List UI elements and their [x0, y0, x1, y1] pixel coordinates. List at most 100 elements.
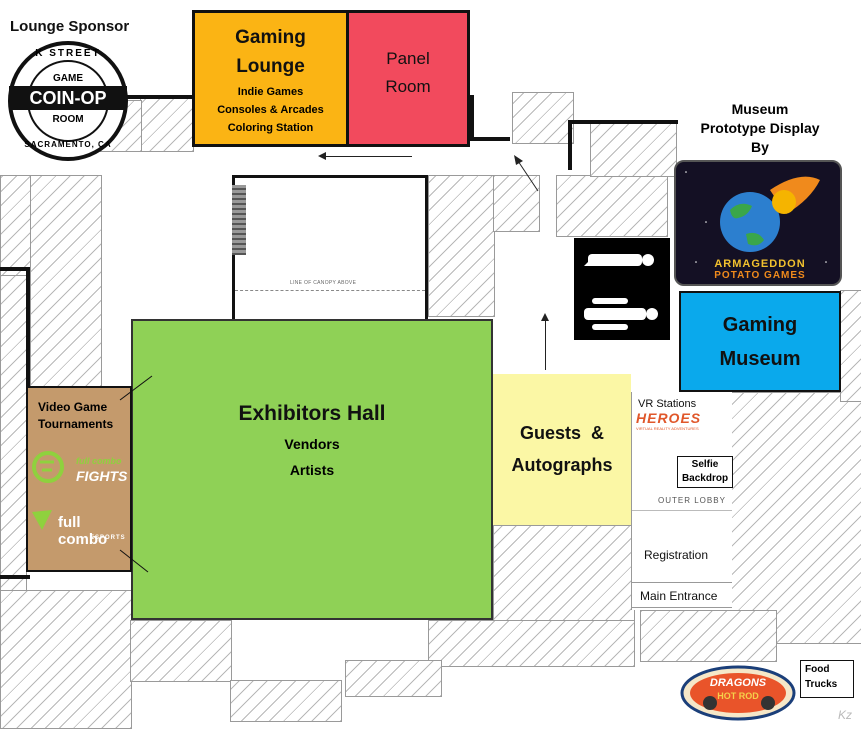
- museum-prototype-heading: Museum Prototype Display By: [670, 100, 850, 157]
- gaming-lounge-item: Indie Games: [237, 86, 304, 98]
- museum-prototype-line2: Prototype Display: [700, 120, 820, 136]
- hatched-area: [493, 175, 540, 232]
- gaming-lounge-item: Coloring Station: [227, 122, 314, 134]
- full-combo-esports-icon: [32, 510, 52, 530]
- wall: [568, 120, 678, 124]
- armageddon-logo-line1: ARMAGEDDON: [714, 258, 806, 270]
- wall: [0, 267, 30, 271]
- dragons-hot-rod-logo: DRAGONS HOT ROD: [680, 665, 796, 721]
- food-line2: Trucks: [805, 679, 838, 690]
- dragons-logo-line1: DRAGONS: [709, 677, 767, 689]
- gaming-lounge-room[interactable]: Gaming Lounge Indie Games Consoles & Arc…: [192, 10, 349, 147]
- full-combo-esports-line2: ESPORTS: [90, 535, 126, 541]
- hatched-area: [840, 290, 861, 402]
- coin-op-logo: K STREET GAME COIN-OP ROOM SACRAMENTO, C…: [7, 40, 129, 162]
- hatched-area: [428, 620, 635, 667]
- guests-title-2: Autographs: [511, 454, 613, 475]
- wall: [232, 175, 428, 178]
- wall: [0, 575, 30, 579]
- exhibitors-hall-item: Artists: [289, 462, 335, 478]
- main-entrance-label: Main Entrance: [640, 589, 718, 603]
- dragons-hot-rod-icon: [680, 665, 796, 721]
- wall: [100, 95, 192, 99]
- armageddon-logo: ARMAGEDDON POTATO GAMES: [674, 160, 842, 286]
- museum-prototype-line3: By: [751, 139, 769, 155]
- hatched-area: [30, 175, 102, 387]
- wall: [26, 267, 30, 387]
- logo-main-bar: [9, 86, 127, 110]
- hatched-area: [428, 175, 495, 317]
- restroom-icon: [584, 254, 658, 330]
- hatched-area: [493, 525, 635, 622]
- guests-autographs-room[interactable]: Guests & Autographs: [493, 374, 631, 525]
- sponsor-heading: Lounge Sponsor: [10, 18, 130, 35]
- selfie-backdrop[interactable]: Selfie Backdrop: [677, 456, 733, 488]
- hatched-area: [140, 95, 194, 152]
- hatched-area: [0, 590, 132, 729]
- food-trucks-box[interactable]: Food Trucks: [800, 660, 854, 698]
- lobby-divider: [632, 510, 732, 511]
- gaming-museum-room[interactable]: Gaming Museum: [679, 291, 841, 392]
- vr-heroes-sub: VIRTUAL REALITY ADVENTURES: [636, 426, 699, 431]
- hatched-area: [640, 610, 777, 662]
- diagonal-arrow: [514, 155, 539, 192]
- gaming-lounge-title-2: Lounge: [236, 56, 305, 77]
- selfie-line2: Backdrop: [681, 473, 729, 484]
- hatched-area: [345, 660, 442, 697]
- hatched-area: [0, 275, 27, 592]
- hatched-area: [556, 175, 668, 237]
- hatched-area: [230, 680, 342, 722]
- wall: [568, 120, 572, 170]
- museum-prototype-line1: Museum: [731, 101, 789, 117]
- gaming-lounge-item: Consoles & Arcades: [217, 104, 324, 116]
- up-arrowhead: [541, 313, 549, 321]
- canopy-room: [232, 175, 428, 320]
- exhibitors-hall-title: Exhibitors Hall: [238, 402, 386, 425]
- exhibitors-hall[interactable]: Exhibitors Hall Vendors Artists: [131, 319, 493, 620]
- vr-stations-title: VR Stations: [638, 398, 697, 410]
- tournaments-title-2: Tournaments: [38, 417, 114, 431]
- full-combo-fights-line1: full combo: [76, 456, 122, 466]
- armageddon-logo-line2: POTATO GAMES: [714, 270, 806, 281]
- selfie-line1: Selfie: [691, 459, 719, 470]
- tournaments-room[interactable]: Video Game Tournaments full combo FIGHTS…: [26, 386, 132, 572]
- registration-label[interactable]: Registration: [644, 548, 709, 562]
- logo-room-text: ROOM: [52, 114, 84, 125]
- vr-heroes-logo: HEROES: [636, 410, 702, 426]
- hatched-area: [590, 120, 677, 177]
- panel-room[interactable]: Panel Room: [349, 10, 470, 147]
- full-combo-esports-line1: full combo: [58, 514, 108, 548]
- hatched-area: [130, 620, 232, 682]
- outer-lobby-label: OUTER LOBBY: [658, 496, 726, 505]
- main-entrance-box[interactable]: Main Entrance: [632, 582, 732, 608]
- gaming-lounge-title-1: Gaming: [235, 27, 306, 48]
- logo-top-text: K STREET: [35, 48, 101, 59]
- panel-room-title-2: Room: [385, 77, 431, 96]
- logo-game-text: GAME: [53, 73, 83, 84]
- tournaments-title-1: Video Game: [38, 400, 108, 414]
- hatched-area: [512, 92, 574, 144]
- tournament-arrows: [119, 375, 153, 573]
- logo-main-text: COIN-OP: [29, 88, 107, 108]
- restroom[interactable]: [574, 238, 670, 340]
- left-arrow: [322, 156, 412, 157]
- gaming-museum-title-2: Museum: [719, 347, 801, 370]
- stairs: [232, 185, 246, 255]
- up-arrow: [545, 320, 546, 370]
- gaming-museum-title-1: Gaming: [722, 313, 798, 336]
- dragons-logo-line2: HOT ROD: [717, 691, 759, 701]
- wall: [470, 95, 474, 140]
- guests-title-1: Guests &: [519, 422, 605, 443]
- earth-comet-icon: [685, 171, 827, 263]
- outer-lobby: VR Stations HEROES VIRTUAL REALITY ADVEN…: [631, 392, 733, 610]
- canopy-label: LINE OF CANOPY ABOVE: [290, 280, 357, 286]
- left-arrowhead: [318, 152, 326, 160]
- canopy-line: [235, 290, 425, 291]
- food-line1: Food: [805, 664, 830, 675]
- full-combo-fights-line2: FIGHTS: [76, 468, 128, 484]
- watermark: Kz: [838, 708, 853, 722]
- hatched-area: [730, 392, 861, 644]
- logo-bottom-text: SACRAMENTO, CA: [24, 140, 112, 149]
- full-combo-fights-icon: [32, 451, 64, 483]
